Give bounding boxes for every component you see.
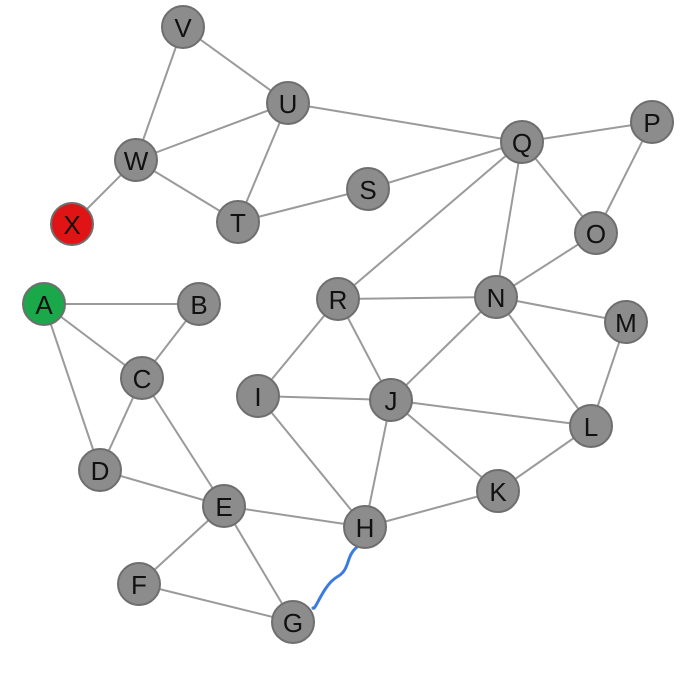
node-label-v: V [174, 13, 192, 43]
node-q: Q [500, 120, 544, 164]
node-label-i: I [254, 382, 261, 412]
edge-i-j [257, 395, 392, 401]
node-i: I [236, 374, 280, 418]
edge-j-k [390, 399, 499, 492]
edge-v-w [135, 26, 184, 161]
node-label-r: R [329, 285, 348, 315]
node-circle-l [569, 404, 613, 448]
node-a: A [22, 282, 66, 326]
edge-u-w [135, 102, 289, 161]
node-circle-w [114, 138, 158, 182]
edge-k-h [364, 490, 499, 528]
nodes-layer: V U W X T S Q P O A B C D R N M I J L K E H F G [22, 5, 674, 644]
node-m: M [604, 300, 648, 344]
node-k: K [476, 469, 520, 513]
node-circle-v [161, 5, 205, 49]
node-n: N [474, 275, 518, 319]
node-j: J [369, 378, 413, 422]
node-label-g: G [283, 608, 303, 638]
edge-n-m [495, 296, 627, 323]
node-circle-b [177, 282, 221, 326]
node-label-c: C [133, 364, 152, 394]
edge-q-r [337, 141, 523, 300]
edge-q-n [495, 141, 523, 298]
edge-i-h [257, 395, 366, 528]
node-label-w: W [124, 146, 149, 176]
node-label-u: U [279, 89, 298, 119]
node-x: X [50, 202, 94, 246]
node-circle-h [343, 505, 387, 549]
node-v: V [161, 5, 205, 49]
path-edge-h-g [311, 545, 359, 610]
node-label-d: D [91, 456, 110, 486]
node-label-f: F [131, 570, 147, 600]
node-label-l: L [584, 412, 598, 442]
node-circle-x [50, 202, 94, 246]
edge-n-l [495, 296, 592, 427]
edge-u-q [287, 102, 523, 143]
node-s: S [346, 167, 390, 211]
node-circle-p [630, 100, 674, 144]
node-p: P [630, 100, 674, 144]
node-u: U [266, 81, 310, 125]
node-label-b: B [190, 290, 207, 320]
node-circle-d [78, 448, 122, 492]
node-label-j: J [385, 386, 398, 416]
edge-a-d [43, 303, 101, 471]
node-r: R [316, 277, 360, 321]
node-circle-s [346, 167, 390, 211]
node-label-x: X [63, 210, 80, 240]
node-l: L [569, 404, 613, 448]
node-circle-t [216, 200, 260, 244]
node-circle-f [117, 562, 161, 606]
node-label-n: N [487, 283, 506, 313]
node-w: W [114, 138, 158, 182]
edge-s-q [367, 141, 523, 190]
node-circle-m [604, 300, 648, 344]
node-circle-j [369, 378, 413, 422]
node-circle-r [316, 277, 360, 321]
node-circle-c [120, 356, 164, 400]
node-d: D [78, 448, 122, 492]
edge-e-h [223, 505, 366, 528]
node-circle-n [474, 275, 518, 319]
node-circle-u [266, 81, 310, 125]
path-layer [311, 545, 359, 610]
node-label-h: H [356, 513, 375, 543]
node-label-s: S [359, 175, 376, 205]
node-label-o: O [586, 219, 606, 249]
node-f: F [117, 562, 161, 606]
node-circle-k [476, 469, 520, 513]
node-circle-g [271, 600, 315, 644]
edge-f-g [138, 583, 294, 623]
edge-e-g [223, 505, 294, 623]
node-o: O [574, 211, 618, 255]
node-circle-e [202, 484, 246, 528]
node-label-p: P [643, 108, 660, 138]
node-label-m: M [615, 308, 637, 338]
node-c: C [120, 356, 164, 400]
node-label-t: T [230, 208, 246, 238]
node-circle-a [22, 282, 66, 326]
node-circle-i [236, 374, 280, 418]
edge-c-e [141, 377, 225, 507]
node-circle-q [500, 120, 544, 164]
edge-n-j [390, 296, 497, 401]
node-circle-o [574, 211, 618, 255]
node-h: H [343, 505, 387, 549]
edge-t-s [237, 188, 369, 223]
node-e: E [202, 484, 246, 528]
node-t: T [216, 200, 260, 244]
node-label-a: A [35, 290, 53, 320]
node-label-k: K [489, 477, 507, 507]
node-label-e: E [215, 492, 232, 522]
node-b: B [177, 282, 221, 326]
edge-j-l [390, 399, 592, 427]
node-label-q: Q [512, 128, 532, 158]
edge-r-n [337, 296, 497, 300]
node-g: G [271, 600, 315, 644]
